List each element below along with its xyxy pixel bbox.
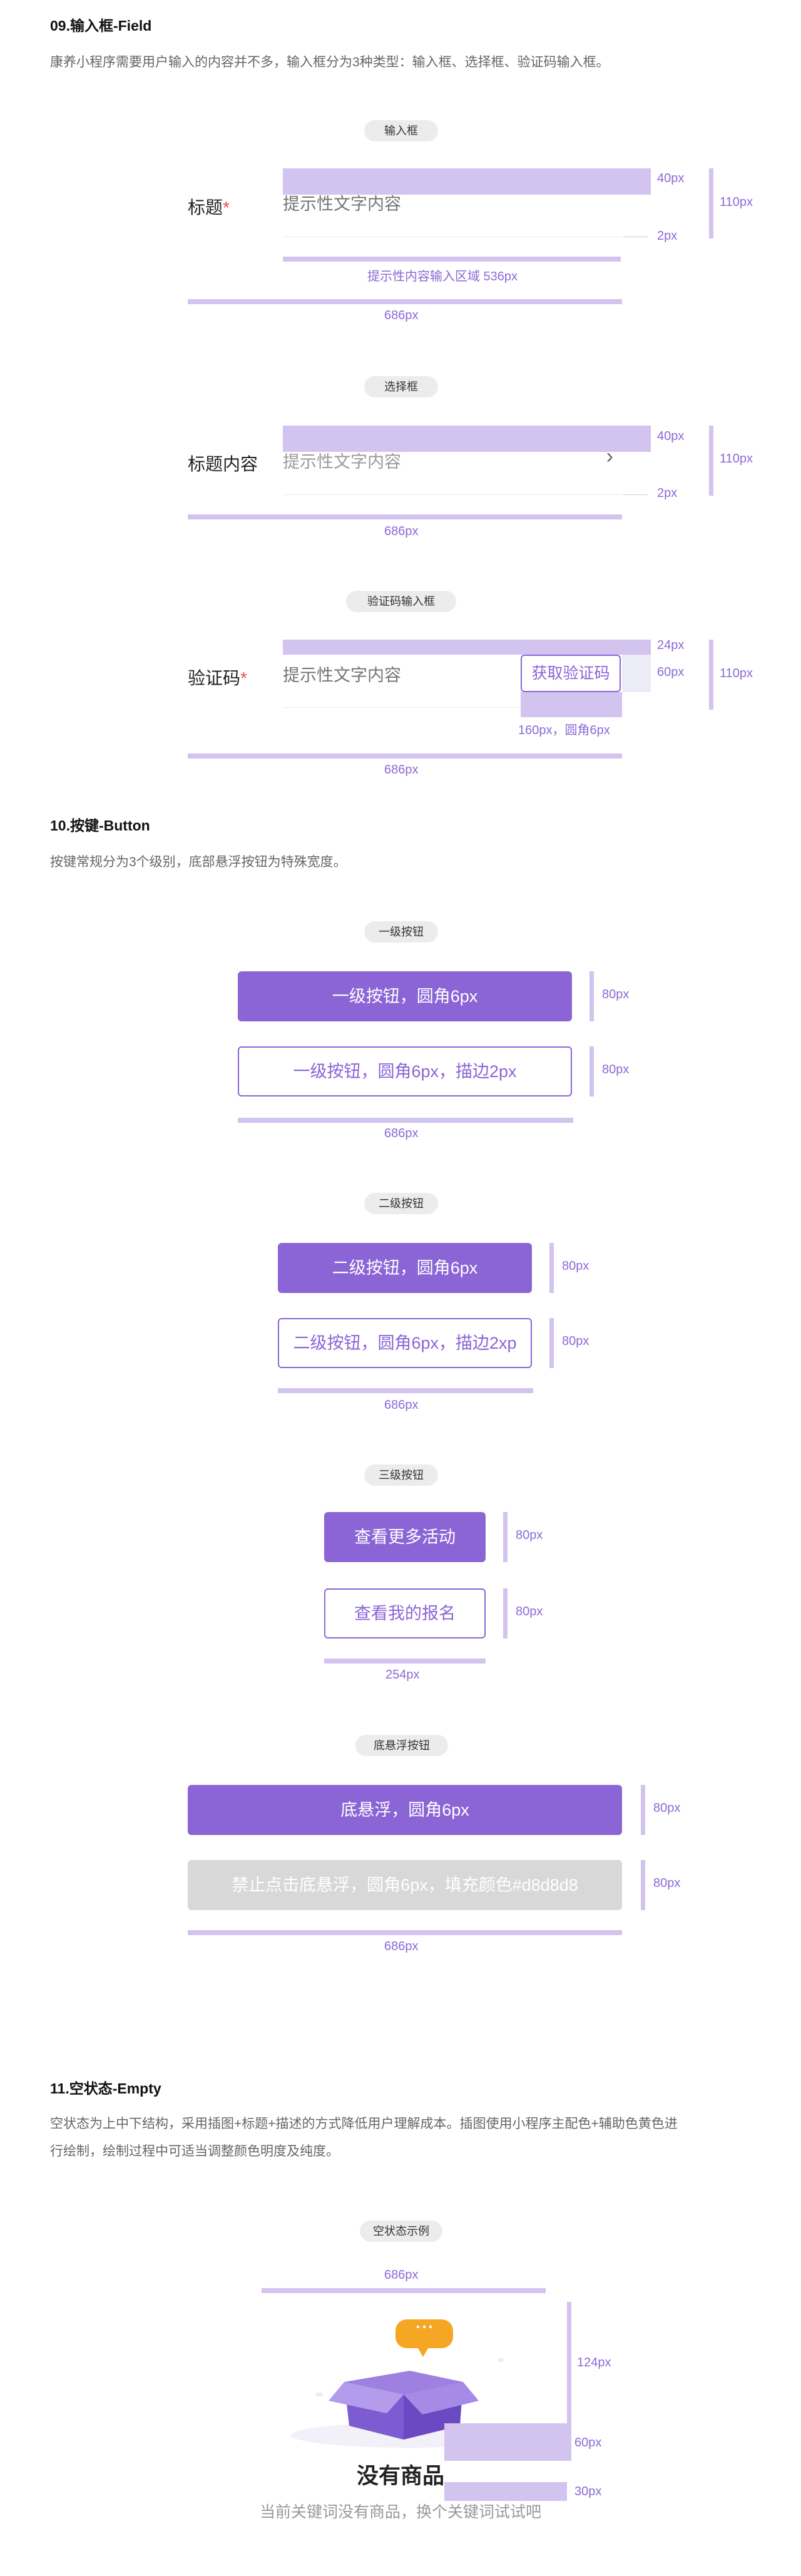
code-button-note: 160px，圆角6px xyxy=(518,723,610,737)
empty-heading: 没有商品 xyxy=(356,2464,444,2488)
tertiary-solid-button[interactable]: 查看更多活动 xyxy=(324,1512,486,1562)
tertiary-outline-button[interactable]: 查看我的报名 xyxy=(324,1588,486,1638)
dim-60px: 60px xyxy=(657,665,685,679)
dim-40px: 40px xyxy=(657,429,685,443)
primary-outline-button[interactable]: 一级按钮，圆角6px，描边2px xyxy=(238,1046,572,1096)
dim-80px: 80px xyxy=(602,1063,630,1076)
secondary-solid-button[interactable]: 二级按钮，圆角6px xyxy=(278,1243,532,1293)
height-indicator xyxy=(709,426,713,496)
dim-686px: 686px xyxy=(384,1127,419,1140)
bottom-float-pill: 底悬浮按钮 xyxy=(355,1735,448,1756)
spacing-indicator-top xyxy=(283,426,651,452)
spacing-30-indicator xyxy=(444,2482,567,2501)
section-desc-field: 康养小程序需要用户输入的内容并不多，输入框分为3种类型：输入框、选择框、验证码输… xyxy=(50,55,610,69)
empty-example-pill: 空状态示例 xyxy=(360,2221,442,2242)
field-divider xyxy=(283,494,621,495)
dim-30px: 30px xyxy=(574,2485,602,2498)
section-desc-empty-line1: 空状态为上中下结构，采用插图+标题+描述的方式降低用户理解成本。插图使用小程序主… xyxy=(50,2117,678,2131)
title-input[interactable] xyxy=(283,192,618,217)
dim-686px: 686px xyxy=(384,309,419,322)
dim-2px: 2px xyxy=(657,229,678,243)
dim-80px: 80px xyxy=(516,1528,543,1542)
level2-pill: 二级按钮 xyxy=(364,1193,438,1214)
dim-686px: 686px xyxy=(384,1940,419,1953)
width-bar-686 xyxy=(188,299,622,304)
select-type-pill: 选择框 xyxy=(364,376,438,397)
dim-124px: 124px xyxy=(577,2356,611,2369)
select-field[interactable]: 提示性文字内容 › xyxy=(283,444,626,473)
height-indicator xyxy=(567,2302,571,2461)
height-indicator xyxy=(709,168,713,238)
dim-686px: 686px xyxy=(384,1398,419,1412)
width-bar-686 xyxy=(262,2288,546,2293)
section-desc-button: 按键常规分为3个级别，底部悬浮按钮为特殊宽度。 xyxy=(50,855,347,869)
height-indicator xyxy=(641,1860,645,1910)
height-indicator xyxy=(709,640,713,710)
get-code-button[interactable]: 获取验证码 xyxy=(521,655,621,692)
dim-110px: 110px xyxy=(720,195,753,209)
height-indicator xyxy=(589,971,594,1021)
dim-686px: 686px xyxy=(384,763,419,777)
height-indicator xyxy=(549,1243,554,1293)
field-divider xyxy=(283,707,521,708)
dim-110px: 110px xyxy=(720,452,753,466)
height-indicator xyxy=(641,1785,645,1835)
field-label: 标题* xyxy=(188,198,230,217)
height-indicator xyxy=(589,1046,594,1096)
dim-686px: 686px xyxy=(384,524,419,538)
dim-24px: 24px xyxy=(657,638,685,652)
width-bar-686 xyxy=(188,1930,622,1935)
spacing-60-indicator xyxy=(444,2423,567,2461)
height-indicator xyxy=(549,1318,554,1368)
bubble-dots-icon: • • • xyxy=(416,2322,432,2333)
level1-pill: 一级按钮 xyxy=(364,921,438,943)
chevron-right-icon: › xyxy=(606,444,613,468)
dim-110px: 110px xyxy=(720,667,753,680)
dim-254px: 254px xyxy=(385,1668,420,1682)
select-placeholder: 提示性文字内容 xyxy=(283,452,401,471)
code-button-width-bar xyxy=(521,692,622,717)
code-label: 验证码* xyxy=(188,668,247,688)
input-type-pill: 输入框 xyxy=(364,120,438,141)
secondary-outline-button[interactable]: 二级按钮，圆角6px，描边2xp xyxy=(278,1318,532,1368)
dim-686px: 686px xyxy=(384,2268,419,2282)
spacing-indicator-top xyxy=(283,640,651,655)
spacing-indicator-top xyxy=(283,168,651,195)
level3-pill: 三级按钮 xyxy=(364,1464,438,1486)
tick-2px xyxy=(623,494,648,495)
dim-2px: 2px xyxy=(657,486,678,500)
height-indicator xyxy=(503,1512,508,1562)
section-desc-empty-line2: 行绘制，绘制过程中可适当调整颜色明度及纯度。 xyxy=(50,2144,339,2159)
area-width-bar xyxy=(283,257,621,262)
bottom-float-button[interactable]: 底悬浮，圆角6px xyxy=(188,1785,622,1835)
section-title-empty: 11.空状态-Empty xyxy=(50,2080,161,2097)
area-note: 提示性内容输入区域 536px xyxy=(367,270,518,284)
width-bar-686 xyxy=(238,1118,573,1123)
dim-80px: 80px xyxy=(562,1259,589,1273)
empty-subtext: 当前关键词没有商品，换个关键词试试吧 xyxy=(259,2503,541,2521)
width-bar-686 xyxy=(188,514,622,519)
code-input[interactable] xyxy=(283,663,508,688)
dim-80px: 80px xyxy=(602,988,630,1001)
dim-80px: 80px xyxy=(653,1801,681,1815)
select-label: 标题内容 xyxy=(188,454,258,474)
height-indicator xyxy=(503,1588,508,1638)
dim-60px: 60px xyxy=(574,2436,602,2450)
width-bar-686 xyxy=(278,1388,533,1393)
section-title-field: 09.输入框-Field xyxy=(50,18,152,34)
code-type-pill: 验证码输入框 xyxy=(346,591,456,612)
dim-80px: 80px xyxy=(516,1605,543,1618)
section-title-button: 10.按键-Button xyxy=(50,817,150,834)
primary-solid-button[interactable]: 一级按钮，圆角6px xyxy=(238,971,572,1021)
bottom-float-disabled-button: 禁止点击底悬浮，圆角6px，填充颜色#d8d8d8 xyxy=(188,1860,622,1910)
width-bar-686 xyxy=(188,754,622,759)
dim-80px: 80px xyxy=(562,1334,589,1348)
dim-40px: 40px xyxy=(657,171,685,185)
width-bar-254 xyxy=(324,1659,486,1664)
dim-80px: 80px xyxy=(653,1876,681,1890)
button-gap-indicator xyxy=(622,655,651,692)
